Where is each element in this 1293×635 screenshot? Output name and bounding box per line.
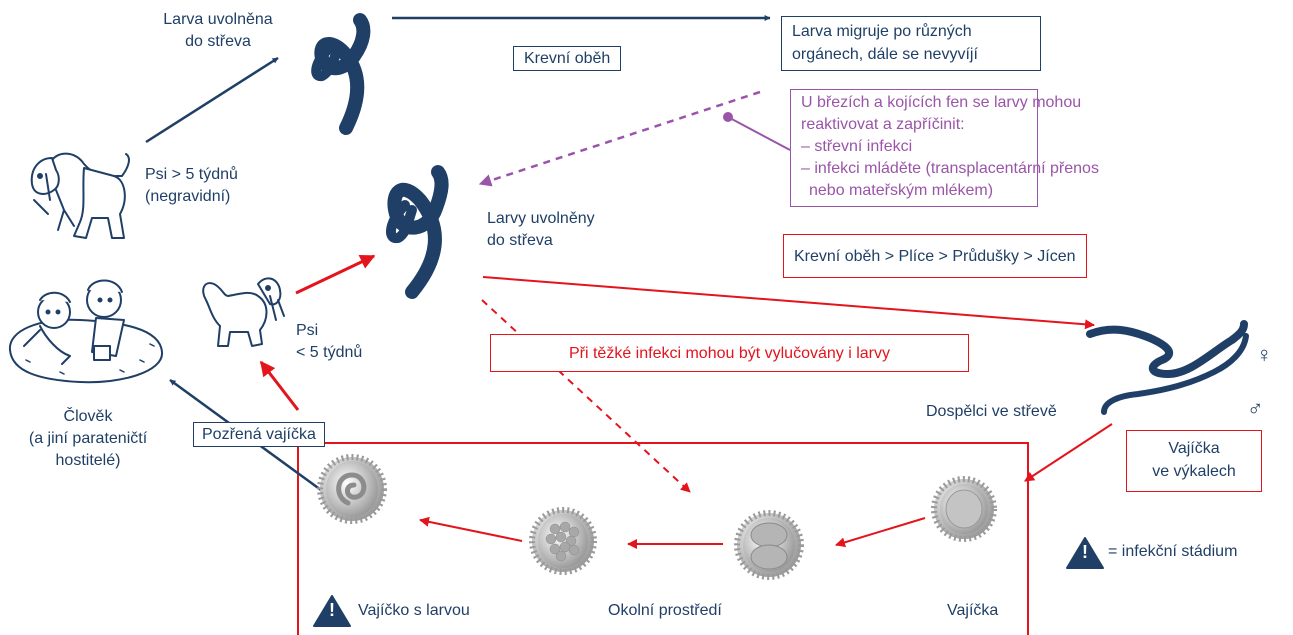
adult-worms: [1086, 320, 1249, 415]
arrow-larvae-to-adults: [482, 276, 1095, 330]
box-blood-circulation: Krevní oběh: [513, 46, 622, 71]
label-larva-released: Larva uvolněna do střeva: [163, 11, 273, 50]
purple-dot: [723, 112, 733, 122]
box-eggs-in-feces: Vajíčka ve výkalech: [1126, 430, 1262, 492]
arrow-egg-stage-1: [835, 517, 926, 548]
arrow-adults-to-eggs: [1024, 423, 1113, 482]
arrow-eggs-to-pup: [259, 360, 300, 411]
arrow-dog-to-larva: [145, 56, 279, 144]
arrow-reactivation: [478, 90, 761, 187]
label-dogs-older: Psi > 5 týdnů (negravidní): [145, 166, 238, 205]
label-larvae-released: Larvy uvolněny do střeva: [487, 210, 595, 249]
dog-pup-drawing: [202, 277, 285, 347]
warning-glyph-egg: !: [329, 600, 335, 620]
label-adults: Dospělci ve střevě: [926, 403, 1057, 420]
label-eggs: Vajíčka: [947, 602, 999, 619]
children-sandpit-drawing: [8, 279, 164, 384]
male-symbol: ♂: [1247, 396, 1264, 421]
label-egg-with-larva: Vajíčko s larvou: [358, 602, 470, 619]
warning-glyph-legend: !: [1082, 542, 1088, 562]
egg-fresh: [931, 476, 997, 542]
warning-triangle-legend: [1066, 537, 1104, 569]
arrow-larvae-excreted: [481, 299, 691, 493]
box-migration-route: Krevní oběh > Plíce > Průdušky > Jícen: [783, 234, 1087, 278]
legend-infective-stage: = infekční stádium: [1108, 543, 1238, 560]
larva-top: [311, 13, 371, 135]
egg-larvated: [317, 454, 387, 524]
warning-triangle-egg: [313, 595, 351, 627]
box-heavy-infection: Při těžké infekci mohou být vylučovány i…: [490, 334, 969, 372]
egg-morula: [529, 507, 597, 575]
arrow-egg-stage-3: [419, 516, 523, 542]
female-symbol: ♀: [1256, 342, 1273, 367]
box-larva-migration: Larva migruje po různých orgánech, dále …: [781, 16, 1041, 71]
arrow-pup-to-larvae: [295, 254, 376, 295]
larva-middle: [386, 165, 449, 299]
box-pregnant-reactivation: U březích a kojících fen se larvy mohou …: [790, 89, 1099, 207]
label-environment: Okolní prostředí: [608, 602, 722, 619]
label-human: Člověk (a jiní parateničtí hostitelé): [28, 408, 148, 469]
environment-frame: [297, 442, 1029, 635]
egg-dividing: [734, 510, 804, 580]
dog-adult-drawing: [30, 152, 130, 239]
box-eaten-eggs: Pozřená vajíčka: [193, 422, 325, 447]
label-dogs-young: Psi < 5 týdnů: [296, 322, 363, 361]
purple-connector: [727, 116, 791, 151]
